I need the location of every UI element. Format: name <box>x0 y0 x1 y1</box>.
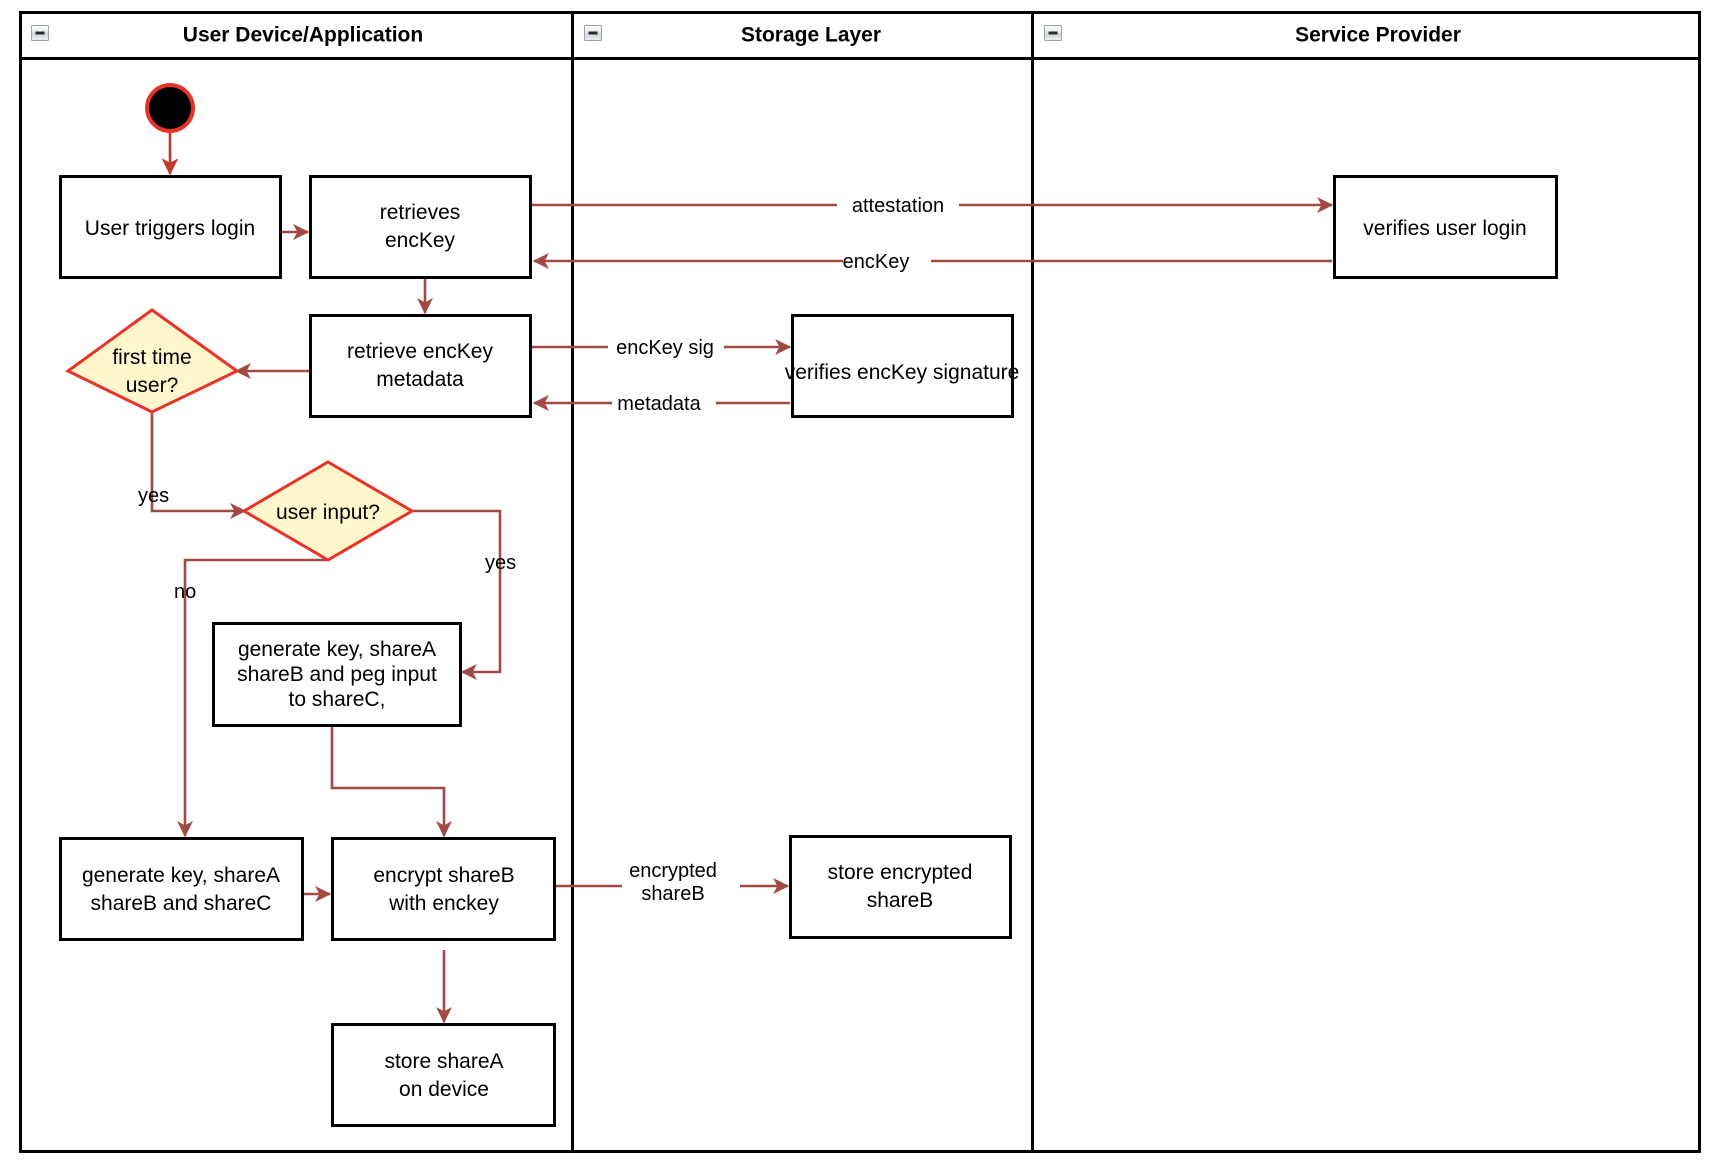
node-store-sharea[interactable]: store shareA on device <box>331 1023 556 1127</box>
node-verifies-signature[interactable]: verifies encKey signature <box>785 314 1020 418</box>
node-box[interactable] <box>309 314 532 418</box>
edge-label-metadata: metadata <box>617 393 701 415</box>
label-bg <box>843 249 931 273</box>
edge-label-yes-user-input: yes <box>485 552 516 574</box>
node-label-line: metadata <box>376 368 464 391</box>
node-label-line: retrieves <box>380 201 461 224</box>
node-label-line: shareB and peg input <box>237 663 437 686</box>
node-verifies-user-login[interactable]: verifies user login <box>1333 175 1558 279</box>
initial-node-fill <box>149 87 191 129</box>
lane-title-storage: Storage Layer <box>741 24 881 47</box>
node-store-encrypted-shareb[interactable]: store encrypted shareB <box>789 835 1012 939</box>
lane-title-service-provider: Service Provider <box>1295 24 1461 47</box>
node-label-line: on device <box>399 1078 489 1101</box>
label-bg <box>622 857 740 907</box>
lane-header-service-provider[interactable]: Service Provider <box>1044 24 1461 47</box>
node-first-time-user-decision[interactable]: first time user? <box>65 308 240 414</box>
edge-label-attestation: attestation <box>852 195 944 217</box>
edge-label-group: attestation encKey encKey sig metadata y… <box>138 193 959 907</box>
lane-title-user-device: User Device/Application <box>183 24 423 47</box>
node-initial[interactable] <box>145 83 195 133</box>
lane-header-user-device[interactable]: User Device/Application <box>31 24 424 47</box>
node-label-line: to shareC, <box>289 688 386 711</box>
node-label-line: encKey <box>385 229 456 252</box>
node-box[interactable] <box>212 622 462 727</box>
node-label-line: generate key, shareA <box>238 638 436 661</box>
node-label-line: first time <box>112 346 191 369</box>
node-box[interactable] <box>791 314 1014 418</box>
edge-label-encrypted-shareb-line2: shareB <box>641 883 704 905</box>
node-box[interactable] <box>1333 175 1558 279</box>
node-label-line: with enckey <box>388 892 499 915</box>
node-box[interactable] <box>309 175 532 279</box>
edge-first-time-yes-to-user-input <box>150 412 247 519</box>
edge-label-no-user-input: no <box>174 581 196 603</box>
node-label-line: verifies user login <box>1363 217 1526 240</box>
node-box[interactable] <box>59 175 282 279</box>
node-retrieves-enckey[interactable]: retrieves encKey <box>309 175 532 279</box>
node-generate-shares[interactable]: generate key, shareA shareB and shareC <box>59 837 304 941</box>
node-box[interactable] <box>331 837 556 941</box>
node-generate-peg-input[interactable]: generate key, shareA shareB and peg inpu… <box>212 622 462 727</box>
edge-user-input-yes-to-generate-peg <box>410 509 502 680</box>
node-label-line: shareB and shareC <box>91 892 272 915</box>
edge-label-yes-first-time: yes <box>138 485 169 507</box>
edge-label-enckey: encKey <box>843 251 910 273</box>
decision-diamond[interactable] <box>241 460 415 562</box>
node-user-triggers-login[interactable]: User triggers login <box>59 175 282 279</box>
node-box[interactable] <box>789 835 1012 939</box>
decision-diamond[interactable] <box>65 308 240 414</box>
lane-header-storage[interactable]: Storage Layer <box>584 24 882 47</box>
node-label-line: User triggers login <box>85 217 255 240</box>
node-box[interactable] <box>331 1023 556 1127</box>
node-label-line: verifies encKey signature <box>785 361 1020 384</box>
node-label-line: store shareA <box>384 1050 503 1073</box>
node-label-line: encrypt shareB <box>373 864 514 887</box>
node-label-line: retrieve encKey <box>347 340 493 363</box>
edge-generate-peg-to-encrypt <box>330 726 452 838</box>
node-label-line: user input? <box>276 501 380 524</box>
node-retrieve-enckey-metadata[interactable]: retrieve encKey metadata <box>309 314 532 418</box>
label-bg <box>608 335 724 359</box>
node-box[interactable] <box>59 837 304 941</box>
label-bg <box>837 193 959 217</box>
node-encrypt-shareb[interactable]: encrypt shareB with enckey <box>331 837 556 941</box>
label-bg <box>612 391 716 415</box>
node-label-line: user? <box>126 374 179 397</box>
node-user-input-decision[interactable]: user input? <box>241 460 415 562</box>
edge-label-enckey-sig: encKey sig <box>616 337 714 359</box>
edge-label-encrypted-shareb-line1: encrypted <box>629 860 717 882</box>
node-label-line: store encrypted <box>828 861 973 884</box>
edge-user-input-no-to-generate-shares <box>177 558 327 838</box>
node-label-line: generate key, shareA <box>82 864 280 887</box>
node-label-line: shareB <box>867 889 934 912</box>
